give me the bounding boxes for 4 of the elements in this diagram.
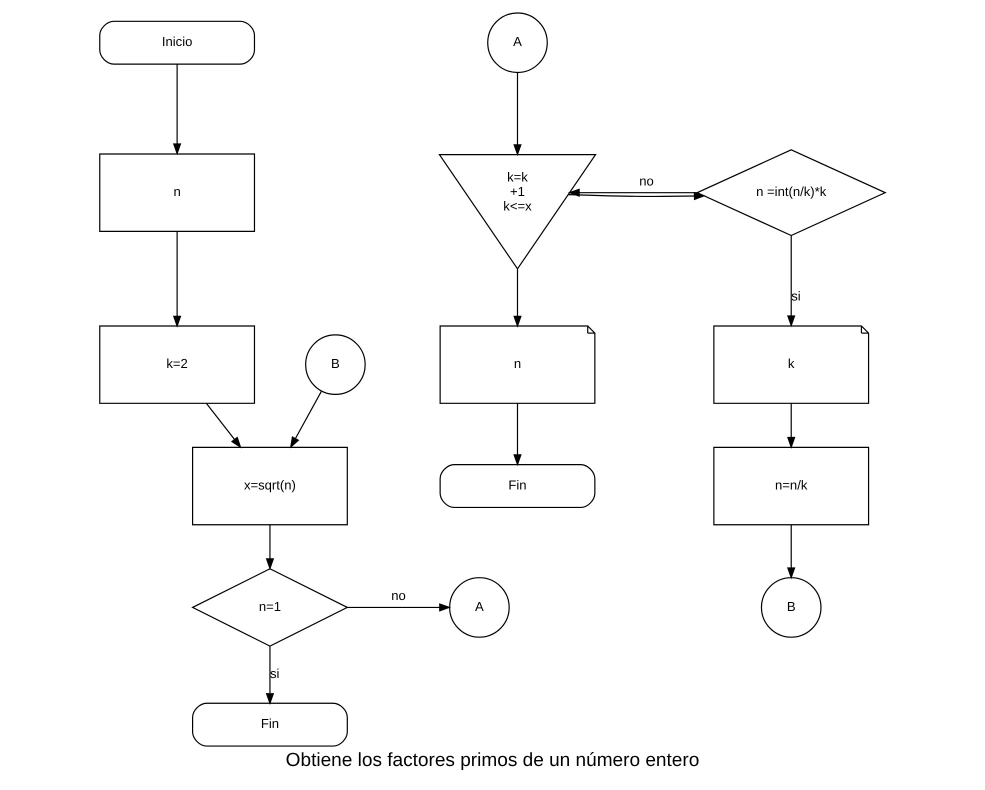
edge-label: no: [391, 588, 406, 604]
edge-label: si: [270, 666, 280, 682]
caption: Obtiene los factores primos de un número entero: [286, 750, 700, 772]
edge-label: no: [639, 173, 654, 188]
